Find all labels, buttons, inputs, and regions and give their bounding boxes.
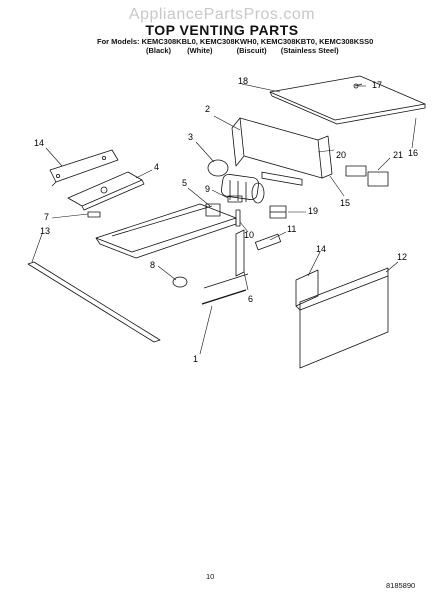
part-18-vent-cover [269,75,426,125]
part-4-plate [67,171,145,211]
variant-stainless: (Stainless Steel) [280,46,339,55]
callout-17: 17 [372,80,383,90]
callout-2: 2 [205,104,211,114]
part-9-fitting [227,195,243,203]
callout-11: 11 [287,224,297,234]
callout-3: 3 [188,132,194,142]
part-2-vent-duct [231,117,333,186]
part-13-trim-strip [27,261,161,343]
callout-14-left: 14 [34,138,45,148]
callout-10: 10 [244,230,255,240]
callout-9: 9 [205,184,211,194]
part-8-grommet [172,276,188,288]
leader-lines [31,83,417,355]
watermark: AppliancePartsPros.com [128,6,316,23]
part-14-bracket-right [295,269,319,311]
page-title: TOP VENTING PARTS [145,22,299,38]
callout-8: 8 [150,260,156,270]
callout-14-right: 14 [316,244,327,254]
part-11-terminal-strip [254,233,282,251]
callout-7: 7 [44,212,50,222]
part-6-side-panel [203,229,249,289]
page-number: 10 [206,572,215,581]
callout-12: 12 [397,252,408,262]
callout-1: 1 [193,354,199,364]
callout-18: 18 [238,76,249,86]
callout-4: 4 [154,162,160,172]
part-19-switch [269,205,287,219]
part-3-blower [207,159,265,204]
callout-19: 19 [308,206,319,216]
callout-15: 15 [340,198,351,208]
variant-white: (White) [187,46,213,55]
part-1-rod [201,289,247,305]
part-5-tray [95,203,237,259]
part-7-clip [87,211,101,218]
variant-labels: (Black) (White) (Biscuit) (Stainless Ste… [146,46,339,55]
callout-20: 20 [336,150,347,160]
document-number: 8185890 [386,581,416,590]
part-21-bracket [345,165,389,187]
callout-5: 5 [182,178,188,188]
variant-black: (Black) [146,46,172,55]
callout-21: 21 [393,150,404,160]
callout-16: 16 [408,148,419,158]
variant-biscuit: (Biscuit) [236,46,267,55]
part-12-side-panel [299,267,389,369]
callout-6: 6 [248,294,254,304]
callout-13: 13 [40,226,51,236]
part-10-fitting [235,209,241,227]
part-14-bracket-left [49,149,119,187]
models-line: For Models: KEMC308KBL0, KEMC308KWH0, KE… [97,37,374,46]
